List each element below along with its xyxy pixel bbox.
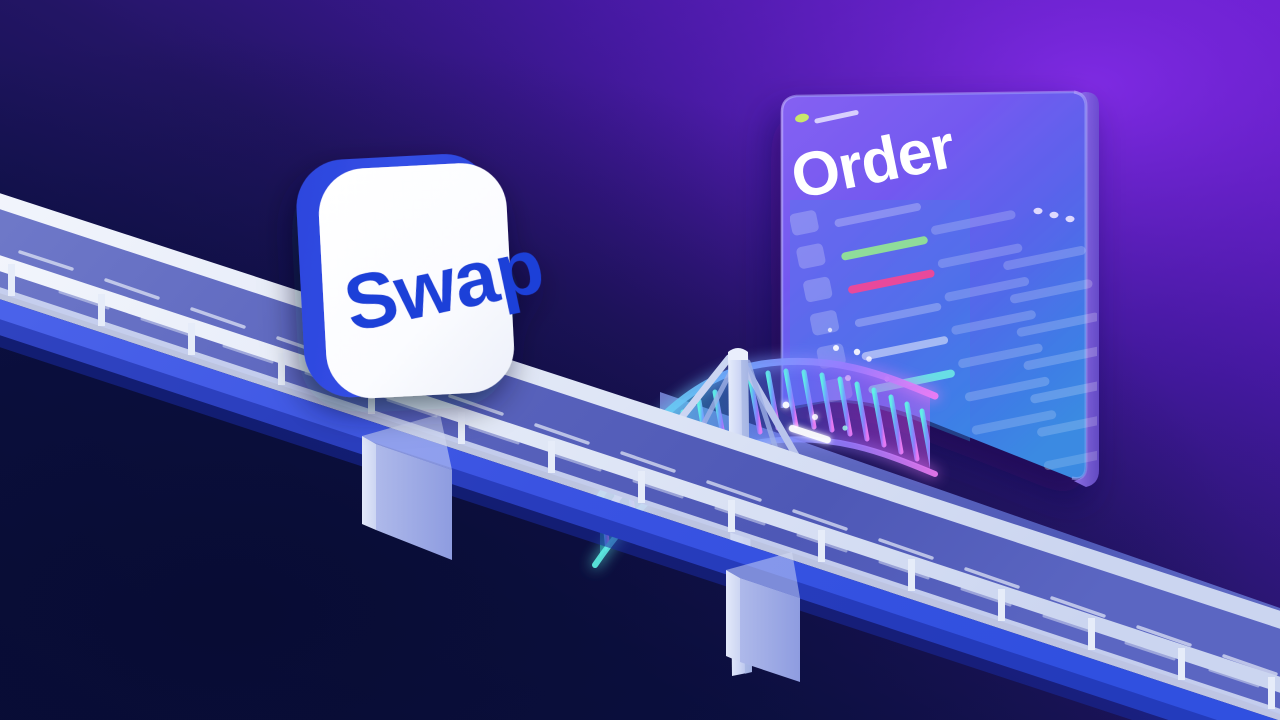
pillar-front-face <box>376 444 452 560</box>
order-row-bar <box>1043 445 1097 470</box>
order-row-bar <box>958 343 1043 368</box>
dissolve-dot <box>853 348 861 356</box>
menu-dot-icon[interactable] <box>1033 207 1043 215</box>
order-checkbox[interactable] <box>802 276 833 303</box>
order-row-bar <box>861 336 949 361</box>
order-row-bar <box>944 276 1030 302</box>
bridge-deck-side <box>0 299 1278 720</box>
swap-sign-face <box>318 163 515 399</box>
order-row-bar <box>1037 412 1097 437</box>
dissolve-dot <box>833 345 839 351</box>
bridge-deck-side-shadow <box>0 319 1218 720</box>
lane-markings <box>18 250 1278 688</box>
order-row-bar <box>1010 279 1093 304</box>
order-panel-rim-top <box>795 90 1075 98</box>
floating-neon-dots <box>782 401 848 431</box>
order-row-bar <box>951 310 1036 335</box>
pillar-top <box>726 552 800 598</box>
neon-ribbon-fill <box>600 361 930 560</box>
railing-posts <box>8 264 1275 709</box>
bridge-tower-cap <box>728 348 748 360</box>
order-row-bar <box>1016 312 1097 337</box>
dissolve-dot <box>866 356 872 362</box>
bridge-pillar-1 <box>362 414 452 560</box>
order-row-bar-green <box>841 236 928 261</box>
order-column-2 <box>931 210 1057 435</box>
order-panel-header <box>795 110 859 124</box>
header-bar <box>814 110 859 124</box>
spark-dash <box>788 424 831 444</box>
railing-near-rail-lower <box>0 287 1280 720</box>
menu-dot-icon[interactable] <box>1049 211 1059 219</box>
order-panel-menu-dots[interactable] <box>1033 207 1075 223</box>
order-checkbox[interactable] <box>789 209 820 236</box>
floating-dot <box>782 401 790 409</box>
pillar-front-face <box>740 578 800 682</box>
pillar-top <box>362 414 452 470</box>
order-row-bar <box>1023 345 1097 370</box>
order-row-bar <box>937 243 1023 269</box>
order-row-bar <box>1030 379 1097 404</box>
floating-dot <box>842 425 848 431</box>
order-row-bar <box>834 202 921 227</box>
order-column-3 <box>1003 246 1097 470</box>
order-row-bar-pink <box>848 269 935 294</box>
bridge-pillar-2 <box>726 552 800 682</box>
pillar-left-face <box>726 570 740 662</box>
order-row-bar <box>964 376 1050 402</box>
menu-dot-icon[interactable] <box>1065 215 1075 223</box>
order-row-bar <box>971 410 1057 435</box>
order-row-bar <box>854 302 942 327</box>
order-checkbox[interactable] <box>796 243 827 270</box>
order-row-bar <box>1003 246 1086 270</box>
floating-dot <box>812 414 818 420</box>
dissolve-dot <box>827 327 833 333</box>
order-row-bar <box>931 210 1016 235</box>
pillar-left-face <box>362 436 376 530</box>
status-dot-icon <box>795 113 809 123</box>
order-panel-rim <box>780 94 797 408</box>
swap-sign[interactable]: Swap <box>294 149 554 402</box>
